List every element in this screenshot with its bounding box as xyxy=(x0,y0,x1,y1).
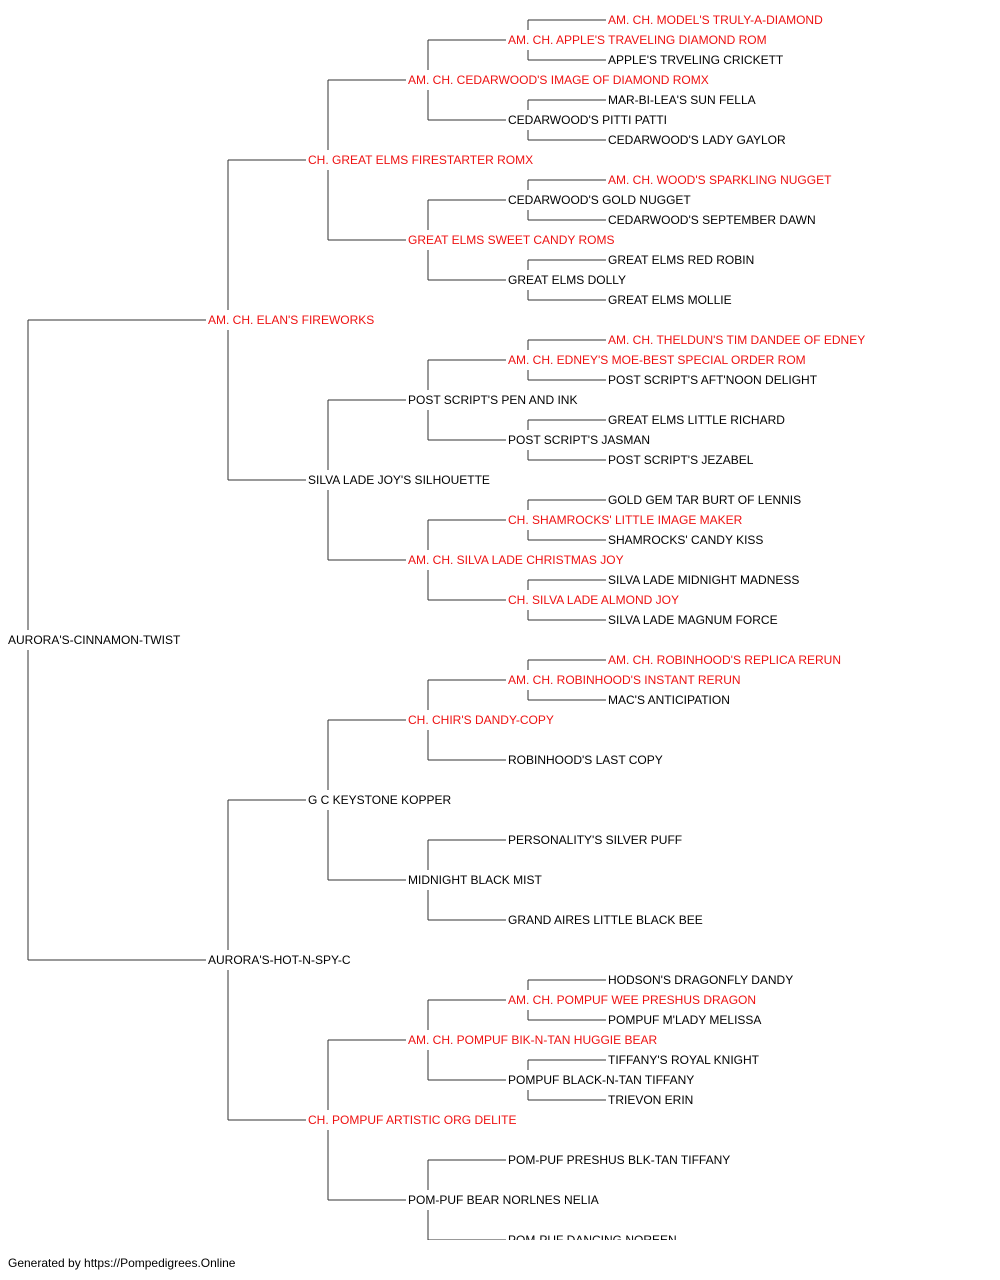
dog-name-sire-dam-sire-sire: AM. CH. EDNEY'S MOE-BEST SPECIAL ORDER R… xyxy=(508,353,806,367)
dog-name-dam-sire-sire-sire-dam: MAC'S ANTICIPATION xyxy=(608,693,730,707)
dog-name-sire-sire-sire-sire-dam: APPLE'S TRVELING CRICKETT xyxy=(608,53,784,67)
dog-name-dam-dam-sire-dam-dam: TRIEVON ERIN xyxy=(608,1093,693,1107)
dog-name-sire-dam: SILVA LADE JOY'S SILHOUETTE xyxy=(308,473,490,487)
dog-name-sire-dam-dam-dam: CH. SILVA LADE ALMOND JOY xyxy=(508,593,679,607)
dog-name-sire-dam-dam-dam-sire: SILVA LADE MIDNIGHT MADNESS xyxy=(608,573,799,587)
dog-name-dam-dam-dam-dam: POM-PUF DANCING NOREEN xyxy=(508,1233,677,1240)
dog-name-dam-dam-sire-dam: POMPUF BLACK-N-TAN TIFFANY xyxy=(508,1073,694,1087)
dog-name-dam-sire: G C KEYSTONE KOPPER xyxy=(308,793,451,807)
dog-name-dam-dam-sire-sire-dam: POMPUF M'LADY MELISSA xyxy=(608,1013,761,1027)
dog-name-sire-dam-sire-dam: POST SCRIPT'S JASMAN xyxy=(508,433,650,447)
dog-name-dam-dam-sire-dam-sire: TIFFANY'S ROYAL KNIGHT xyxy=(608,1053,760,1067)
dog-name-sire-dam-dam-dam-dam: SILVA LADE MAGNUM FORCE xyxy=(608,613,778,627)
dog-name-sire: AM. CH. ELAN'S FIREWORKS xyxy=(208,313,374,327)
dog-name-sire-dam-dam-sire-sire: GOLD GEM TAR BURT OF LENNIS xyxy=(608,493,801,507)
dog-name-dam-sire-dam-sire: PERSONALITY'S SILVER PUFF xyxy=(508,833,682,847)
dog-name-sire-dam-dam-sire-dam: SHAMROCKS' CANDY KISS xyxy=(608,533,763,547)
dog-name-sire-sire-dam-sire: CEDARWOOD'S GOLD NUGGET xyxy=(508,193,691,207)
dog-name-dam-dam-sire-sire-sire: HODSON'S DRAGONFLY DANDY xyxy=(608,973,793,987)
dog-name-sire-sire-dam-sire-dam: CEDARWOOD'S SEPTEMBER DAWN xyxy=(608,213,816,227)
dog-name-root: AURORA'S-CINNAMON-TWIST xyxy=(8,633,181,647)
dog-name-dam-dam: CH. POMPUF ARTISTIC ORG DELITE xyxy=(308,1113,516,1127)
dog-name-sire-dam-sire-sire-sire: AM. CH. THELDUN'S TIM DANDEE OF EDNEY xyxy=(608,333,865,347)
dog-name-sire-sire-sire-dam-sire: MAR-BI-LEA'S SUN FELLA xyxy=(608,93,756,107)
dog-name-sire-dam-sire-dam-sire: GREAT ELMS LITTLE RICHARD xyxy=(608,413,785,427)
dog-name-dam-dam-sire-sire: AM. CH. POMPUF WEE PRESHUS DRAGON xyxy=(508,993,756,1007)
dog-name-sire-sire-sire-dam-dam: CEDARWOOD'S LADY GAYLOR xyxy=(608,133,786,147)
dog-name-sire-sire-dam: GREAT ELMS SWEET CANDY ROMS xyxy=(408,233,614,247)
dog-name-sire-dam-dam-sire: CH. SHAMROCKS' LITTLE IMAGE MAKER xyxy=(508,513,743,527)
dog-name-dam-dam-dam-sire: POM-PUF PRESHUS BLK-TAN TIFFANY xyxy=(508,1153,730,1167)
pedigree-tree: AURORA'S-CINNAMON-TWIST AM. CH. ELAN'S FI… xyxy=(8,13,865,1240)
dog-name-dam-sire-dam-dam: GRAND AIRES LITTLE BLACK BEE xyxy=(508,913,703,927)
dog-name-dam-sire-sire: CH. CHIR'S DANDY-COPY xyxy=(408,713,554,727)
dog-name-dam-sire-sire-sire-sire: AM. CH. ROBINHOOD'S REPLICA RERUN xyxy=(608,653,841,667)
dog-name-dam-dam-dam: POM-PUF BEAR NORLNES NELIA xyxy=(408,1193,599,1207)
dog-name-sire-sire-dam-dam-sire: GREAT ELMS RED ROBIN xyxy=(608,253,754,267)
dog-name-sire-sire-sire-sire-sire: AM. CH. MODEL'S TRULY-A-DIAMOND xyxy=(608,13,823,27)
dog-name-sire-dam-sire-dam-dam: POST SCRIPT'S JEZABEL xyxy=(608,453,754,467)
dog-name-sire-sire: CH. GREAT ELMS FIRESTARTER ROMX xyxy=(308,153,533,167)
dog-name-sire-sire-sire-dam: CEDARWOOD'S PITTI PATTI xyxy=(508,113,667,127)
dog-name-sire-sire-sire: AM. CH. CEDARWOOD'S IMAGE OF DIAMOND ROM… xyxy=(408,73,709,87)
dog-name-dam: AURORA'S-HOT-N-SPY-C xyxy=(208,953,351,967)
dog-name-sire-sire-dam-dam: GREAT ELMS DOLLY xyxy=(508,273,626,287)
dog-name-dam-sire-sire-sire: AM. CH. ROBINHOOD'S INSTANT RERUN xyxy=(508,673,741,687)
dog-name-sire-sire-sire-sire: AM. CH. APPLE'S TRAVELING DIAMOND ROM xyxy=(508,33,767,47)
dog-name-dam-sire-sire-dam: ROBINHOOD'S LAST COPY xyxy=(508,753,663,767)
dog-name-sire-dam-sire-sire-dam: POST SCRIPT'S AFT'NOON DELIGHT xyxy=(608,373,818,387)
footer-credit: Generated by https://Pompedigrees.Online xyxy=(8,1256,236,1270)
dog-name-sire-sire-dam-sire-sire: AM. CH. WOOD'S SPARKLING NUGGET xyxy=(608,173,832,187)
dog-name-dam-dam-sire: AM. CH. POMPUF BIK-N-TAN HUGGIE BEAR xyxy=(408,1033,657,1047)
dog-name-dam-sire-dam: MIDNIGHT BLACK MIST xyxy=(408,873,542,887)
dog-name-sire-dam-dam: AM. CH. SILVA LADE CHRISTMAS JOY xyxy=(408,553,624,567)
dog-name-sire-sire-dam-dam-dam: GREAT ELMS MOLLIE xyxy=(608,293,732,307)
dog-name-sire-dam-sire: POST SCRIPT'S PEN AND INK xyxy=(408,393,577,407)
